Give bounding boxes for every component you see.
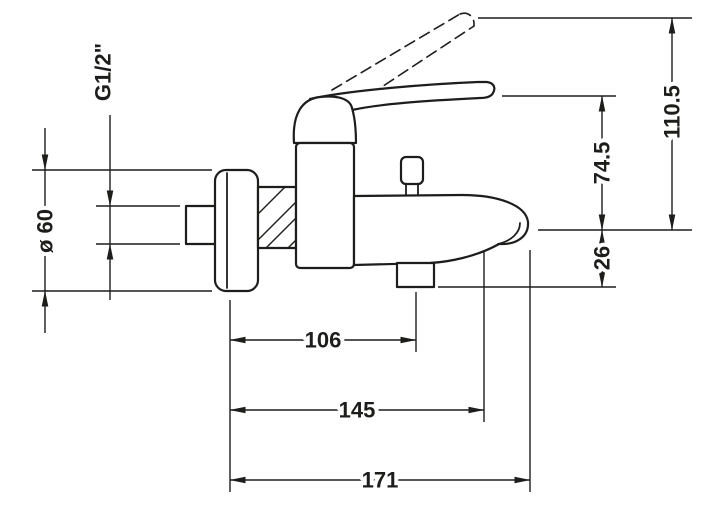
dimension-label-thread: G1/2" [91, 43, 116, 101]
raised-lever-tip-arc [459, 12, 475, 27]
dimension-label-spout-drop: 26 [590, 246, 615, 270]
dimension-flange-diameter: ø 60 [29, 128, 62, 333]
dimension-thread: G1/2" [87, 39, 120, 300]
raised-lever-top-line [331, 13, 461, 91]
dimension-spout-drop: 26 [586, 229, 619, 288]
lever-cap [292, 95, 358, 145]
ext-lines-flange [32, 169, 212, 292]
dimension-overall-depth: 171 [229, 464, 531, 497]
dimension-label-aerator-offset: 106 [305, 328, 342, 353]
diverter-knob [399, 155, 425, 197]
dimension-outlet-offset: 145 [229, 394, 485, 427]
dimension-overall-height: 110.5 [656, 17, 689, 231]
dimension-label-body-height: 74.5 [590, 142, 615, 185]
dimension-body-height: 74.5 [586, 95, 619, 231]
dimension-label-overall-depth: 171 [362, 468, 399, 493]
dimension-label-outlet-offset: 145 [339, 398, 376, 423]
connection-nut-hatching [257, 186, 297, 249]
aerator [395, 261, 436, 289]
dimension-label-flange-diameter: ø 60 [33, 209, 58, 253]
dimension-label-overall-height: 110.5 [660, 85, 685, 139]
faucet-drawing [184, 12, 530, 293]
wall-flange [213, 168, 260, 293]
dimension-annotations: G1/2" ø 60 74.5 26 110.5 [29, 17, 692, 497]
dimension-aerator-offset: 106 [229, 324, 417, 357]
reference-extension-lines [32, 17, 692, 492]
mixer-body [294, 141, 356, 270]
ext-lines-thread [96, 205, 180, 245]
connection-nut [256, 185, 298, 250]
spout [352, 193, 530, 267]
spout-outlet-curve [497, 222, 521, 245]
wall-pipe [184, 204, 218, 246]
